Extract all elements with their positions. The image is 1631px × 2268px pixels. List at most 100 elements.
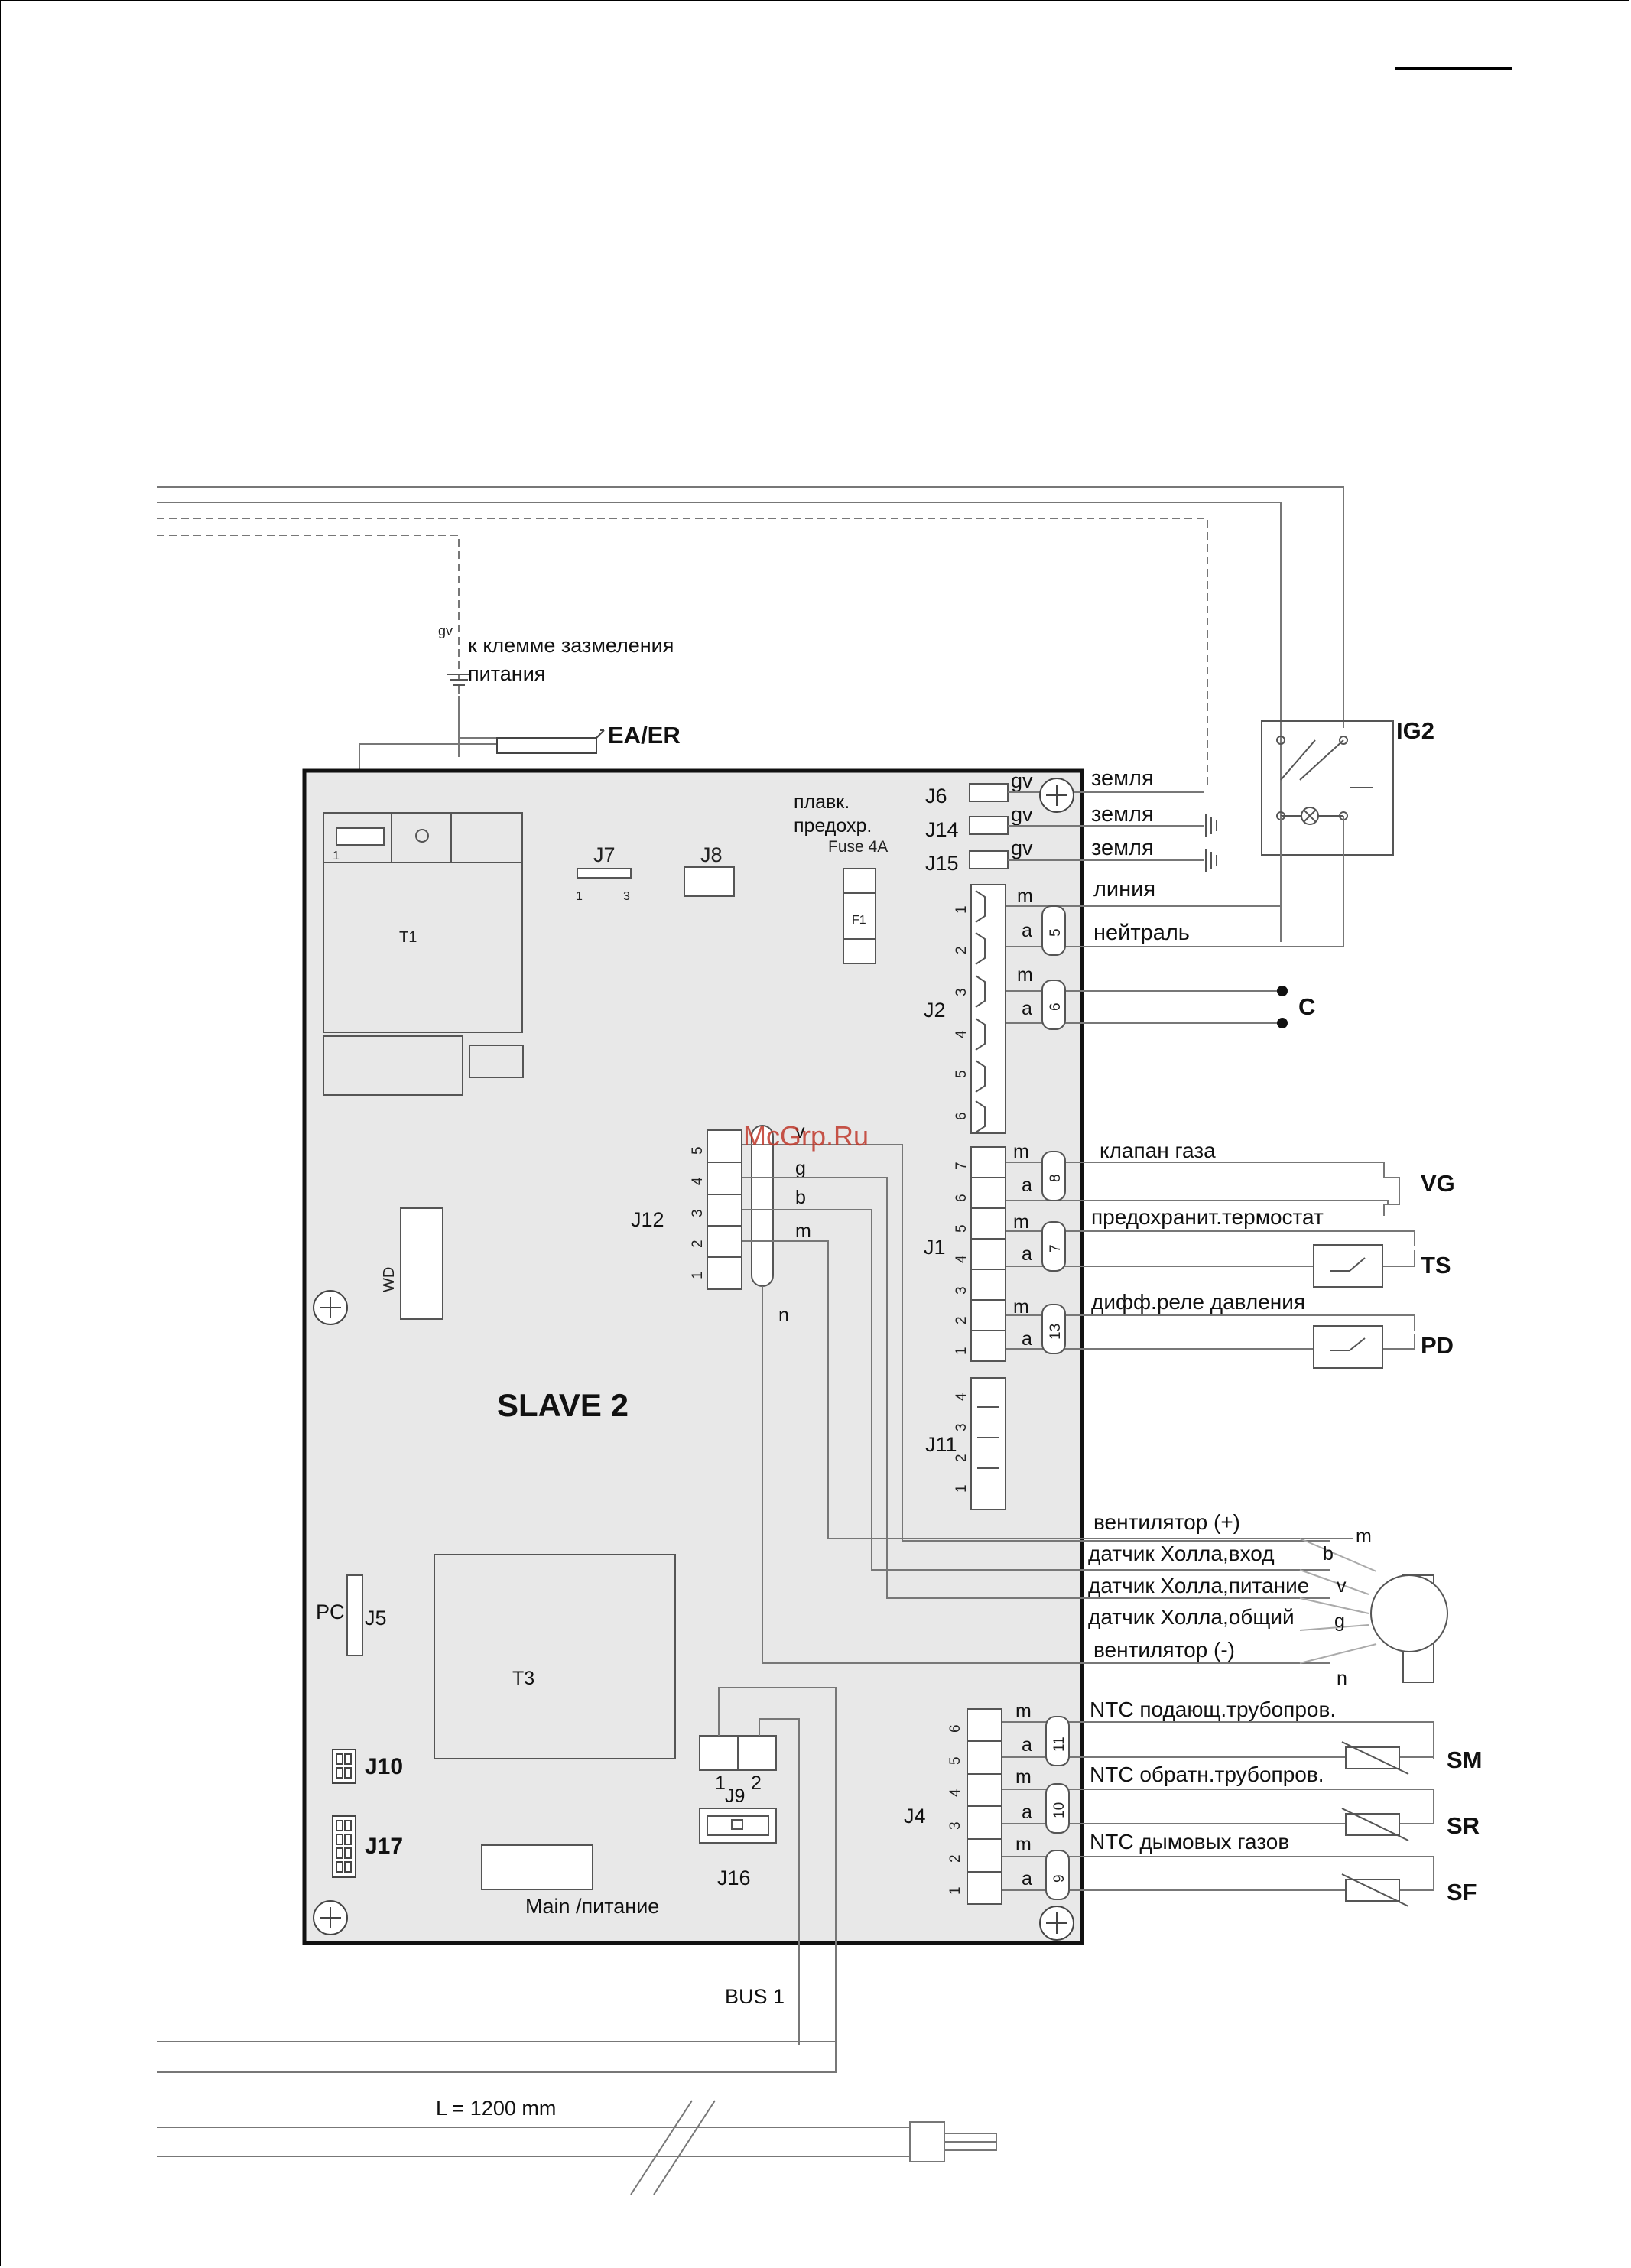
earth-symbols-right xyxy=(1205,814,1217,872)
ig2-label: IG2 xyxy=(1396,717,1434,744)
j4-clamp-10: 10 xyxy=(1051,1802,1067,1818)
j9-pin1: 1 xyxy=(715,1772,726,1794)
screw-top-right xyxy=(1039,778,1074,813)
fan-code-m: m xyxy=(1356,1526,1372,1547)
j2-label: J2 xyxy=(924,999,946,1022)
svg-text:6: 6 xyxy=(954,1112,970,1120)
j12-code-g: g xyxy=(795,1158,806,1179)
earth-note-line-1: к клемме зазмеления xyxy=(468,634,674,657)
t3-label: T3 xyxy=(512,1668,534,1689)
j2-pin-numbers: 1 2 3 4 5 6 xyxy=(954,905,970,1120)
j4-connector xyxy=(967,1708,1002,1905)
j4-code-4: a xyxy=(1022,1802,1032,1823)
j2-wire-label-neutral: нейтраль xyxy=(1093,921,1190,945)
svg-text:7: 7 xyxy=(954,1162,970,1170)
vg-label: VG xyxy=(1421,1170,1455,1197)
j1-code-4: a xyxy=(1022,1243,1032,1265)
svg-text:3: 3 xyxy=(947,1821,963,1830)
j17-connector xyxy=(332,1815,356,1878)
wd-label: WD xyxy=(381,1267,398,1292)
j1-code-3: m xyxy=(1013,1211,1029,1233)
fuse-label-1: плавк. xyxy=(794,791,850,813)
svg-text:1: 1 xyxy=(954,1484,970,1493)
c-component-label: C xyxy=(1298,993,1315,1020)
watermark: McGrp.Ru xyxy=(743,1120,869,1152)
j10-connector xyxy=(332,1749,356,1784)
bus-wires xyxy=(157,1687,837,2073)
ntc-sensors xyxy=(1341,1741,1409,1907)
j12-code-b: b xyxy=(795,1187,806,1208)
ntc-flue-label: NTC дымовых газов xyxy=(1090,1830,1289,1854)
j15-code: gv xyxy=(1011,837,1033,859)
svg-text:5: 5 xyxy=(954,1070,970,1078)
fuse-label-2: предохр. xyxy=(794,815,872,837)
j6-label: J6 xyxy=(925,785,947,807)
bus-label: BUS 1 xyxy=(725,1985,785,2008)
fan-wires xyxy=(742,1144,1377,1664)
fan-label-hall-common: датчик Холла,общий xyxy=(1088,1605,1295,1629)
j5-block xyxy=(346,1574,363,1656)
svg-text:5: 5 xyxy=(954,1224,970,1233)
c-terminals xyxy=(1277,986,1288,1028)
svg-text:2: 2 xyxy=(954,946,970,954)
j8-header xyxy=(684,866,735,897)
fuse-f1 xyxy=(843,868,876,964)
j1-clamp-8: 8 xyxy=(1048,1174,1064,1182)
pd-label: PD xyxy=(1421,1332,1454,1359)
wd-block xyxy=(400,1207,443,1320)
svg-text:2: 2 xyxy=(947,1854,963,1863)
pd-switch xyxy=(1313,1325,1383,1369)
j14-code: gv xyxy=(1011,803,1033,826)
fuse-id: F1 xyxy=(852,914,866,927)
screw-mid-left xyxy=(313,1290,348,1325)
j2-code-1: m xyxy=(1017,885,1033,907)
sf-label: SF xyxy=(1447,1879,1477,1906)
j1-wires xyxy=(1006,1162,1415,1350)
j1-code-5: m xyxy=(1013,1296,1029,1318)
j15-terminal xyxy=(969,850,1009,869)
j7-header xyxy=(577,868,632,879)
j4-clamp-9: 9 xyxy=(1051,1874,1067,1883)
j2-clamps xyxy=(1041,905,1066,1030)
j12-code-n: n xyxy=(778,1305,789,1326)
j11-pin-numbers: 4 3 2 1 xyxy=(954,1392,970,1493)
sr-label: SR xyxy=(1447,1812,1480,1839)
fan-code-v: v xyxy=(1337,1575,1347,1597)
j4-code-1: m xyxy=(1015,1701,1032,1722)
j14-label: J14 xyxy=(925,818,959,841)
j1-code-1: m xyxy=(1013,1141,1029,1162)
j1-label-thermostat: предохранит.термостат xyxy=(1091,1205,1324,1229)
j12-connector xyxy=(707,1125,774,1290)
ea-er-label: EA/ER xyxy=(608,722,681,749)
j15-label: J15 xyxy=(925,852,959,875)
j12-code-m: m xyxy=(795,1220,811,1242)
j9-pin2: 2 xyxy=(751,1772,762,1794)
j2-code-2: a xyxy=(1022,920,1032,941)
svg-text:6: 6 xyxy=(954,1194,970,1202)
j9-connector xyxy=(699,1735,777,1771)
j4-code-3: m xyxy=(1015,1766,1032,1788)
gv-label-top: gv xyxy=(438,623,453,638)
svg-text:4: 4 xyxy=(954,1255,970,1263)
j2-clamp-6: 6 xyxy=(1048,1002,1064,1011)
fan-motor xyxy=(1370,1574,1448,1683)
svg-text:4: 4 xyxy=(947,1789,963,1797)
fan-label-minus: вентилятор (-) xyxy=(1093,1638,1235,1662)
j9-label: J9 xyxy=(725,1785,745,1807)
j16-label: J16 xyxy=(717,1867,751,1889)
main-power-label: Main /питание xyxy=(525,1895,659,1918)
ts-label: TS xyxy=(1421,1252,1451,1279)
svg-text:1: 1 xyxy=(690,1271,706,1279)
ntc-supply-label: NTC подающ.трубопров. xyxy=(1090,1698,1336,1721)
svg-text:1: 1 xyxy=(954,1347,970,1355)
ground-label-j15: земля xyxy=(1091,836,1154,860)
svg-text:3: 3 xyxy=(690,1209,706,1217)
j17-label: J17 xyxy=(365,1834,403,1859)
transformer-t1 xyxy=(323,812,524,1096)
j11-connector xyxy=(970,1377,1006,1510)
j2-wire-label-line: линия xyxy=(1093,877,1155,902)
ts-switch xyxy=(1313,1244,1383,1288)
j1-connector xyxy=(970,1146,1006,1362)
j4-code-2: a xyxy=(1022,1734,1032,1756)
